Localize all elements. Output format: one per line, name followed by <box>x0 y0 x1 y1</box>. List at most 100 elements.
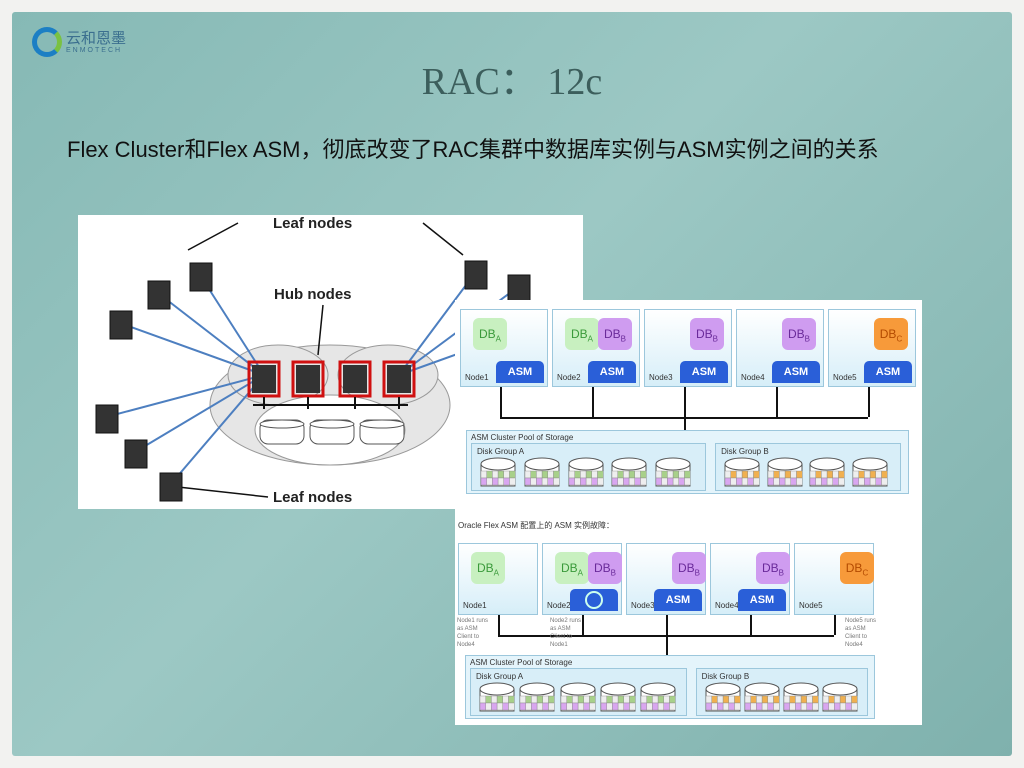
hub-server-icon <box>296 365 320 393</box>
leaf-server-icon <box>124 439 148 469</box>
db-name: DB <box>478 327 496 341</box>
disk-group-b: Disk Group B <box>715 443 902 491</box>
leaf-pointer-arrow <box>177 486 269 498</box>
db-subscript: B <box>620 334 626 344</box>
db-name: DB <box>603 327 621 341</box>
storage-link <box>684 417 686 430</box>
db-name: DB <box>761 561 779 575</box>
asm-instance: ASM <box>772 361 820 383</box>
slide-subtitle: Flex Cluster和Flex ASM，彻底改变了RAC集群中数据库实例与A… <box>67 137 879 162</box>
leaf-pointer-arrow <box>187 222 239 251</box>
leaf-nodes-top-label: Leaf nodes <box>273 215 353 232</box>
node-label: Node2 <box>557 373 581 382</box>
disk-icon <box>611 457 647 487</box>
db-name: DB <box>695 327 713 341</box>
db-name: DB <box>787 327 805 341</box>
node-link <box>592 387 594 417</box>
hub-highlight <box>291 360 325 398</box>
connection-arrow <box>134 374 265 453</box>
disk-group-a: Disk Group A <box>470 668 688 716</box>
node-link <box>776 387 778 417</box>
disk-icon <box>705 682 741 712</box>
logo-name-cn: 云和恩墨 <box>66 29 127 47</box>
db-subscript: B <box>712 334 718 344</box>
logo-icon <box>32 27 62 57</box>
shared-disk-top <box>259 419 305 429</box>
node-link <box>684 387 686 417</box>
connection-arrow <box>119 322 265 376</box>
hub-pointer-arrow <box>317 304 324 356</box>
node-box: Node4 DBB ASM <box>710 543 790 615</box>
failure-caption: Oracle Flex ASM 配置上的 ASM 实例故障： <box>458 521 615 530</box>
asm-instance-failed <box>570 589 618 611</box>
leaf-server-icon <box>507 274 531 304</box>
storage-link <box>666 635 668 655</box>
asm-instance: ASM <box>654 589 702 611</box>
leaf-server-icon <box>147 280 171 310</box>
storage-pool-title: ASM Cluster Pool of Storage <box>470 658 573 667</box>
db-subscript: B <box>610 568 616 578</box>
shared-disk-top <box>359 419 405 429</box>
database-instance: DBA <box>473 318 507 350</box>
connection-arrow <box>199 274 265 376</box>
disk-icon <box>852 457 888 487</box>
shared-disk-top <box>309 419 355 429</box>
disk-icon <box>568 457 604 487</box>
node-link <box>750 615 752 635</box>
leaf-server-icon <box>189 262 213 292</box>
disk-icon <box>822 682 858 712</box>
node-label: Node4 <box>741 373 765 382</box>
disk-icon <box>767 457 803 487</box>
disk-icon <box>600 682 636 712</box>
disk-icon <box>480 457 516 487</box>
database-instance: DBB <box>672 552 706 584</box>
db-subscript: B <box>778 568 784 578</box>
connection-arrow <box>398 272 476 376</box>
hub-nodes-label: Hub nodes <box>274 286 352 303</box>
hub-server-icon <box>252 365 276 393</box>
asm-client-note: Node2 runs as ASM Client to Node1 <box>550 618 582 648</box>
node-link <box>868 387 870 417</box>
db-name: DB <box>879 327 897 341</box>
disk-icon <box>655 457 691 487</box>
asm-client-note: Node1 runs as ASM Client to Node4 <box>457 618 489 648</box>
disk-group-b-title: Disk Group B <box>721 447 769 456</box>
leaf-server-icon <box>159 472 183 502</box>
hub-server-icon <box>387 365 411 393</box>
disk-icon <box>519 682 555 712</box>
node-link <box>834 615 836 635</box>
node-link <box>666 615 668 635</box>
disk-group-a-title: Disk Group A <box>476 672 524 681</box>
db-name: DB <box>560 561 578 575</box>
asm-instance: ASM <box>864 361 912 383</box>
connection-arrow <box>105 374 265 418</box>
disk-icon <box>724 457 760 487</box>
database-instance: DBA <box>555 552 589 584</box>
hub-highlight <box>382 360 416 398</box>
disk-icon <box>809 457 845 487</box>
node-box: Node5 DBC ASM <box>828 309 916 387</box>
node-label: Node4 <box>715 601 739 610</box>
node-label: Node1 <box>465 373 489 382</box>
db-subscript: A <box>587 334 593 344</box>
db-subscript: B <box>694 568 700 578</box>
db-subscript: B <box>804 334 810 344</box>
hub-server-icon <box>343 365 367 393</box>
node-label: Node5 <box>833 373 857 382</box>
database-instance: DBC <box>874 318 908 350</box>
asm-instance: ASM <box>738 589 786 611</box>
logo-name-en: ENMOTECH <box>66 46 123 54</box>
leaf-nodes-bottom-label: Leaf nodes <box>273 489 353 506</box>
logo: 云和恩墨 ENMOTECH <box>32 27 126 57</box>
db-subscript: C <box>862 568 869 578</box>
asm-instance: ASM <box>588 361 636 383</box>
